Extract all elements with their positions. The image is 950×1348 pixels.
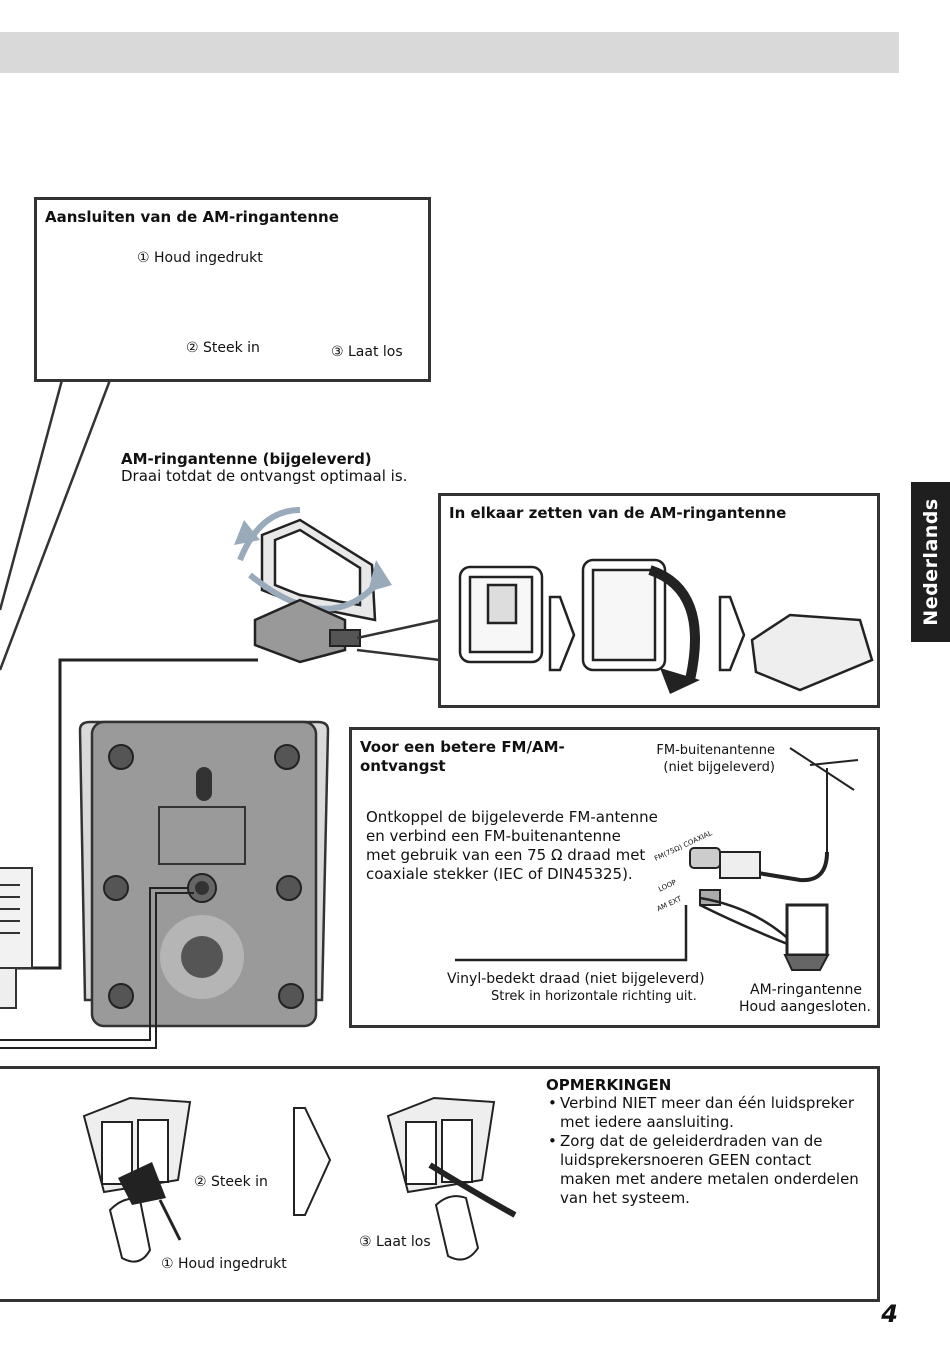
am-antenna-label: AM-ringantenne: [750, 982, 863, 998]
fm-desc-line4: coaxiale stekker (IEC of DIN45325).: [366, 865, 633, 883]
am-connect-panel: Aansluiten van de AM-ringantenne ① Houd …: [34, 197, 431, 382]
assembly-panel: In elkaar zetten van de AM-ringantenne: [438, 493, 880, 708]
fm-desc-line2: en verbind een FM-buitenantenne: [366, 827, 621, 845]
terminal-fm-label: FM(75Ω) COAXIAL: [653, 829, 714, 863]
am-loop-title: AM-ringantenne (bijgeleverd): [121, 450, 372, 468]
speaker-step2: ② Steek in: [194, 1174, 268, 1190]
notes-section: OPMERKINGEN Verbind NIET meer dan één lu…: [546, 1076, 866, 1208]
speaker-step3: ③ Laat los: [359, 1234, 431, 1250]
fm-outdoor-label-1: FM-buitenantenne: [656, 743, 775, 758]
fm-am-panel: Voor een betere FM/AM- ontvangst FM-buit…: [349, 727, 880, 1028]
am-connect-step2: ② Steek in: [186, 340, 260, 356]
fm-desc-line3: met gebruik van een 75 Ω draad met: [366, 846, 646, 864]
terminal-loop-label: LOOP: [657, 878, 678, 894]
am-antenna-note: Houd aangesloten.: [739, 999, 872, 1015]
am-connect-title: Aansluiten van de AM-ringantenne: [45, 208, 339, 226]
fm-am-title-line2: ontvangst: [360, 757, 446, 775]
language-tab: Nederlands: [911, 482, 950, 642]
am-loop-desc: Draai totdat de ontvangst optimaal is.: [121, 467, 408, 485]
fm-am-title-line1: Voor een betere FM/AM-: [360, 738, 565, 756]
page-number: 4: [881, 1300, 898, 1328]
terminal-am-ext-label: AM EXT: [655, 894, 683, 914]
fm-outdoor-label-2: (niet bijgeleverd): [663, 760, 775, 775]
speaker-step1: ① Houd ingedrukt: [161, 1256, 287, 1272]
wire-label: Vinyl-bedekt draad (niet bijgeleverd): [447, 971, 705, 987]
am-connect-step1: ① Houd ingedrukt: [137, 250, 263, 266]
notes-heading: OPMERKINGEN: [546, 1076, 672, 1094]
am-connect-step3: ③ Laat los: [331, 344, 403, 360]
note-item: Verbind NIET meer dan één luidspreker me…: [548, 1094, 866, 1132]
wire-note: Strek in horizontale richting uit.: [491, 989, 697, 1004]
speaker-panel: ② Steek in ① Houd ingedrukt ③ Laat los O…: [0, 1066, 880, 1302]
fm-desc-line1: Ontkoppel de bijgeleverde FM-antenne: [366, 808, 658, 826]
header-bar: [0, 32, 899, 73]
note-item: Zorg dat de geleiderdraden van de luidsp…: [548, 1132, 866, 1208]
assembly-title: In elkaar zetten van de AM-ringantenne: [449, 504, 787, 522]
